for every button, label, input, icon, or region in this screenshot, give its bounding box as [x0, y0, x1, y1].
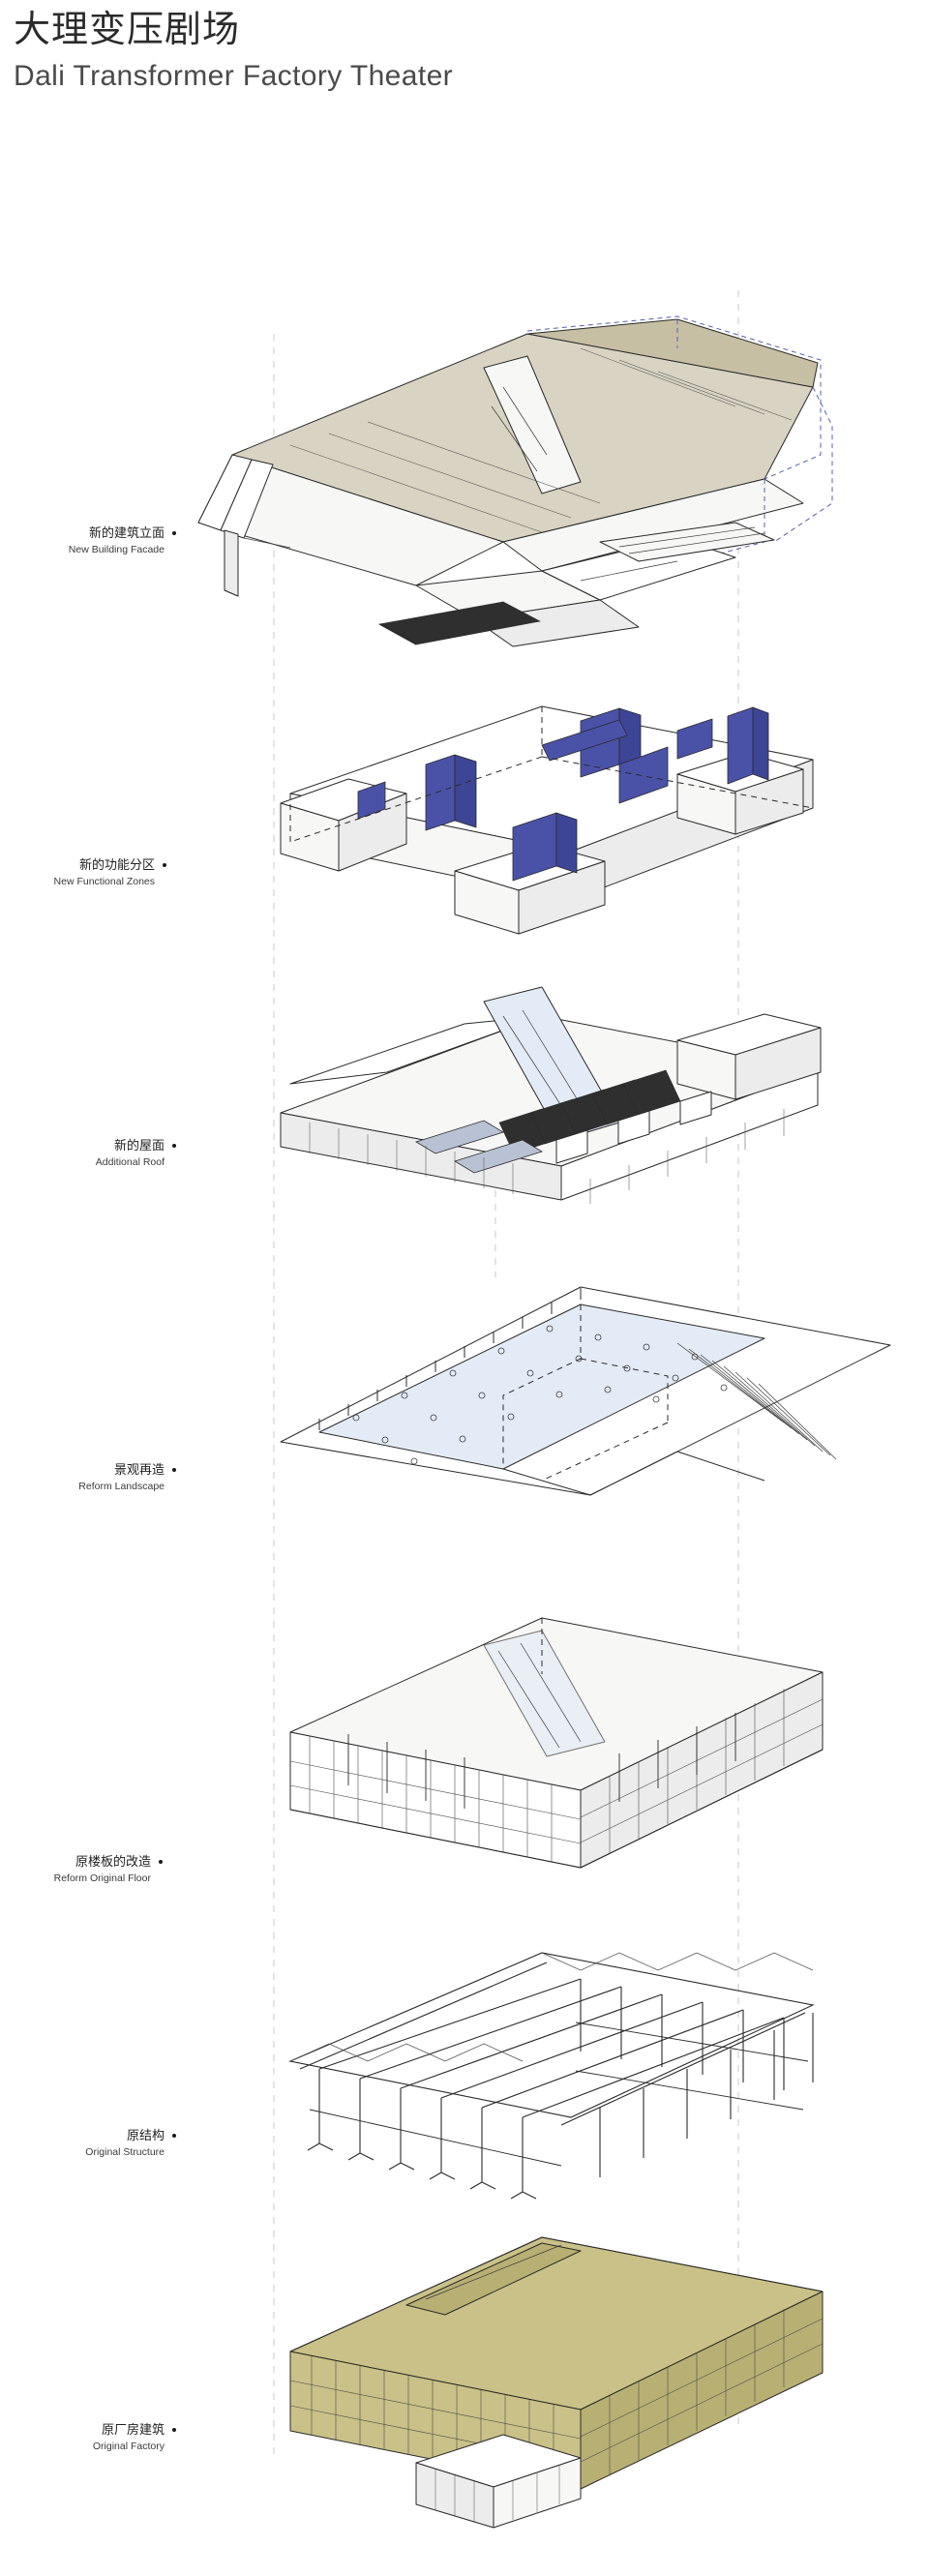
label-original-structure-en: Original Structure — [85, 2145, 165, 2158]
label-reform-original-floor-cn: 原楼板的改造 — [75, 1855, 151, 1870]
label-additional-roof: 新的屋面 Additional Roof — [0, 1138, 176, 1169]
floor-window-grid-right — [580, 1689, 824, 1853]
label-additional-roof-cn: 新的屋面 — [113, 1139, 165, 1153]
layer-original-factory — [289, 2236, 824, 2529]
floor-window-grid-front — [289, 1736, 582, 1862]
label-original-factory: 原厂房建筑 Original Factory — [0, 2422, 176, 2453]
sawtooth-roof — [498, 1069, 712, 1164]
layer-reform-original-floor — [289, 1617, 824, 1869]
page-title-english: Dali Transformer Factory Theater — [14, 59, 454, 92]
label-new-building-facade-en: New Building Facade — [68, 543, 165, 555]
structure-columns-right — [599, 2013, 814, 2177]
label-new-functional-zones-cn: 新的功能分区 — [78, 858, 155, 873]
label-new-building-facade: 新的建筑立面 New Building Facade — [0, 525, 176, 556]
page-title-chinese: 大理变压剧场 — [14, 8, 241, 50]
layer-additional-roof — [280, 986, 822, 1204]
layer-reform-landscape — [280, 1286, 891, 1496]
label-reform-landscape-cn: 景观再造 — [113, 1463, 165, 1478]
label-reform-original-floor-en: Reform Original Floor — [53, 1872, 151, 1884]
label-dot-icon — [172, 531, 176, 535]
landscape-terraces — [676, 1342, 837, 1460]
label-new-functional-zones-en: New Functional Zones — [53, 875, 155, 887]
label-reform-original-floor: 原楼板的改造 Reform Original Floor — [0, 1854, 163, 1885]
layer-original-structure — [288, 1952, 815, 2200]
label-new-functional-zones: 新的功能分区 New Functional Zones — [0, 857, 166, 888]
label-original-structure-cn: 原结构 — [126, 2129, 165, 2143]
annex-window-grid — [435, 2466, 560, 2522]
structure-frames-front — [307, 2069, 537, 2200]
label-dot-icon — [159, 1860, 163, 1864]
label-additional-roof-en: Additional Roof — [95, 1155, 165, 1168]
label-dot-icon — [172, 1144, 176, 1148]
label-reform-landscape: 景观再造 Reform Landscape — [0, 1462, 176, 1493]
layer-new-functional-zones — [280, 705, 814, 935]
label-dot-icon — [172, 1468, 176, 1472]
label-original-structure: 原结构 Original Structure — [0, 2128, 176, 2159]
label-original-factory-cn: 原厂房建筑 — [101, 2423, 165, 2438]
label-dot-icon — [172, 2134, 176, 2138]
guide-lines — [273, 290, 739, 2458]
label-new-building-facade-cn: 新的建筑立面 — [88, 526, 165, 541]
label-dot-icon — [172, 2428, 176, 2432]
layer-new-building-facade — [197, 315, 833, 647]
landscape-rail-ticks — [318, 1288, 582, 1430]
floor-inner-columns — [347, 1713, 736, 1809]
structure-frames-back — [580, 1979, 785, 2090]
page-title-block: 大理变压剧场 Dali Transformer Factory Theater — [14, 8, 691, 94]
label-original-factory-en: Original Factory — [92, 2440, 165, 2452]
label-reform-landscape-en: Reform Landscape — [78, 1480, 165, 1492]
label-dot-icon — [163, 863, 166, 867]
factory-window-grid-right — [580, 2309, 824, 2474]
